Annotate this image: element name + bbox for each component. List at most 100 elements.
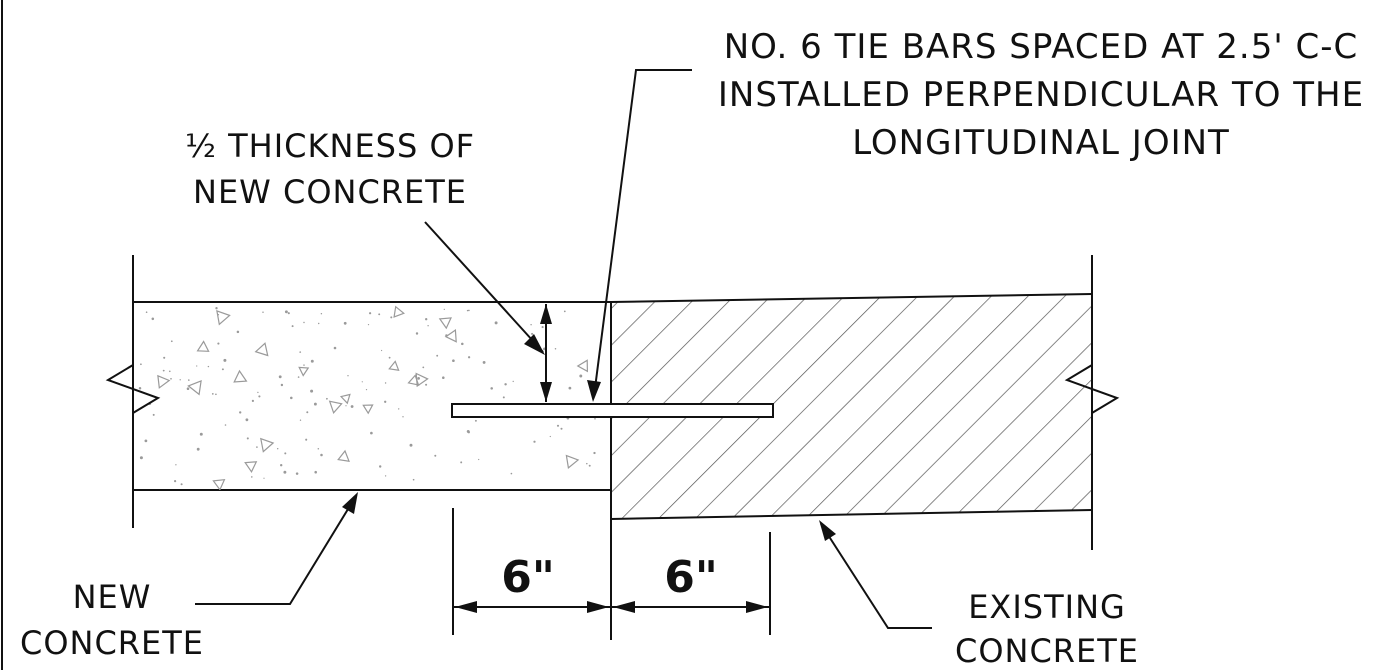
joint-offset-dimensions: 6" 6" (452, 508, 771, 635)
aggregate-speck (388, 356, 391, 359)
aggregate-speck (390, 316, 393, 319)
dimension-right-label: 6" (664, 552, 718, 603)
aggregate-speck (556, 424, 560, 427)
half-thickness-leader (424, 221, 545, 355)
aggregate-speck (246, 437, 249, 440)
aggregate-speck (504, 383, 507, 386)
aggregate-speck (199, 432, 203, 436)
aggregate-speck (482, 360, 486, 364)
aggregate-speck (422, 366, 425, 369)
aggregate-stone (157, 374, 171, 389)
aggregate-stone (393, 305, 405, 318)
tie-bar-note-line-2: INSTALLED PERPENDICULAR TO THE (718, 75, 1364, 115)
aggregate-stone (337, 449, 350, 462)
aggregate-stone (328, 400, 343, 414)
aggregate-speck (295, 472, 299, 475)
aggregate-speck (412, 478, 415, 481)
aggregate-speck (530, 323, 532, 326)
break-line-left (105, 355, 161, 425)
aggregate-speck (283, 470, 287, 474)
aggregate-speck (594, 417, 596, 420)
aggregate-speck (415, 332, 419, 335)
aggregate-speck (345, 405, 347, 407)
aggregate-speck (139, 456, 143, 460)
aggregate-speck (478, 458, 480, 461)
aggregate-speck (317, 322, 320, 325)
aggregate-stone (216, 309, 231, 326)
existing-concrete-leader (819, 520, 932, 629)
aggregate-speck (512, 380, 514, 383)
aggregate-speck (151, 317, 155, 321)
new-concrete-note-line-1: NEW (73, 578, 152, 616)
aggregate-stone (415, 372, 429, 388)
aggregate-speck (541, 326, 544, 329)
half-thickness-note-line-1: ½ THICKNESS OF (185, 127, 475, 165)
aggregate-speck (215, 393, 217, 396)
aggregate-speck (533, 440, 536, 443)
aggregate-speck (196, 365, 198, 367)
aggregate-speck (258, 395, 261, 398)
aggregate-speck (251, 399, 255, 403)
aggregate-speck (287, 312, 290, 315)
aggregate-speck (384, 382, 387, 384)
half-thickness-note-line-2: NEW CONCRETE (193, 173, 467, 211)
aggregate-speck (188, 379, 190, 381)
aggregate-speck (207, 365, 210, 368)
aggregate-speck (474, 419, 477, 422)
aggregate-speck (310, 389, 314, 393)
aggregate-speck (257, 391, 259, 394)
aggregate-speck (144, 439, 148, 443)
aggregate-speck (425, 318, 428, 321)
aggregate-stone (565, 454, 580, 470)
aggregate-speck (168, 370, 171, 373)
aggregate-speck (284, 310, 288, 314)
aggregate-speck (280, 383, 284, 387)
aggregate-speck (179, 379, 181, 381)
aggregate-speck (436, 354, 439, 357)
aggregate-speck (140, 363, 142, 366)
aggregate-speck (466, 429, 470, 433)
aggregate-speck (284, 452, 287, 455)
aggregate-speck (361, 381, 363, 383)
aggregate-speck (180, 483, 183, 486)
aggregate-speck (343, 321, 347, 325)
aggregate-speck (494, 321, 498, 325)
aggregate-speck (256, 446, 258, 448)
aggregate-speck (186, 387, 190, 390)
aggregate-speck (333, 346, 337, 350)
aggregate-speck (443, 308, 445, 311)
aggregate-speck (174, 480, 177, 483)
tie-bar-leader (587, 69, 692, 402)
new-concrete-leader (195, 492, 358, 605)
aggregate-speck (217, 342, 220, 345)
aggregate-speck (510, 472, 513, 475)
aggregate-speck (138, 386, 142, 390)
aggregate-speck (468, 309, 470, 312)
aggregate-speck (297, 376, 300, 378)
aggregate-stone (298, 366, 310, 377)
aggregate-speck (434, 454, 437, 457)
aggregate-speck (303, 364, 305, 366)
aggregate-stone (254, 342, 269, 357)
aggregate-speck (586, 462, 588, 465)
aggregate-speck (250, 476, 253, 478)
aggregate-speck (314, 470, 317, 474)
aggregate-speck (384, 475, 387, 477)
aggregate-speck (163, 356, 166, 359)
existing-concrete-slab (610, 255, 1093, 640)
aggregate-speck (368, 312, 372, 315)
aggregate-speck (425, 383, 428, 386)
aggregate-stone (260, 437, 275, 453)
tie-bar-note-line-3: LONGITUDINAL JOINT (852, 123, 1230, 163)
aggregate-speck (263, 477, 265, 479)
existing-concrete-note-line-2: CONCRETE (955, 632, 1139, 670)
aggregate-speck (490, 387, 493, 390)
half-thickness-dimension (540, 304, 552, 402)
new-concrete-slab (132, 255, 611, 528)
aggregate-speck (320, 453, 323, 457)
aggregate-speck (588, 464, 591, 467)
aggregate-speck (196, 447, 200, 451)
aggregate-speck (461, 342, 464, 346)
aggregate-speck (397, 408, 400, 410)
new-concrete-note-line-2: CONCRETE (20, 624, 204, 662)
